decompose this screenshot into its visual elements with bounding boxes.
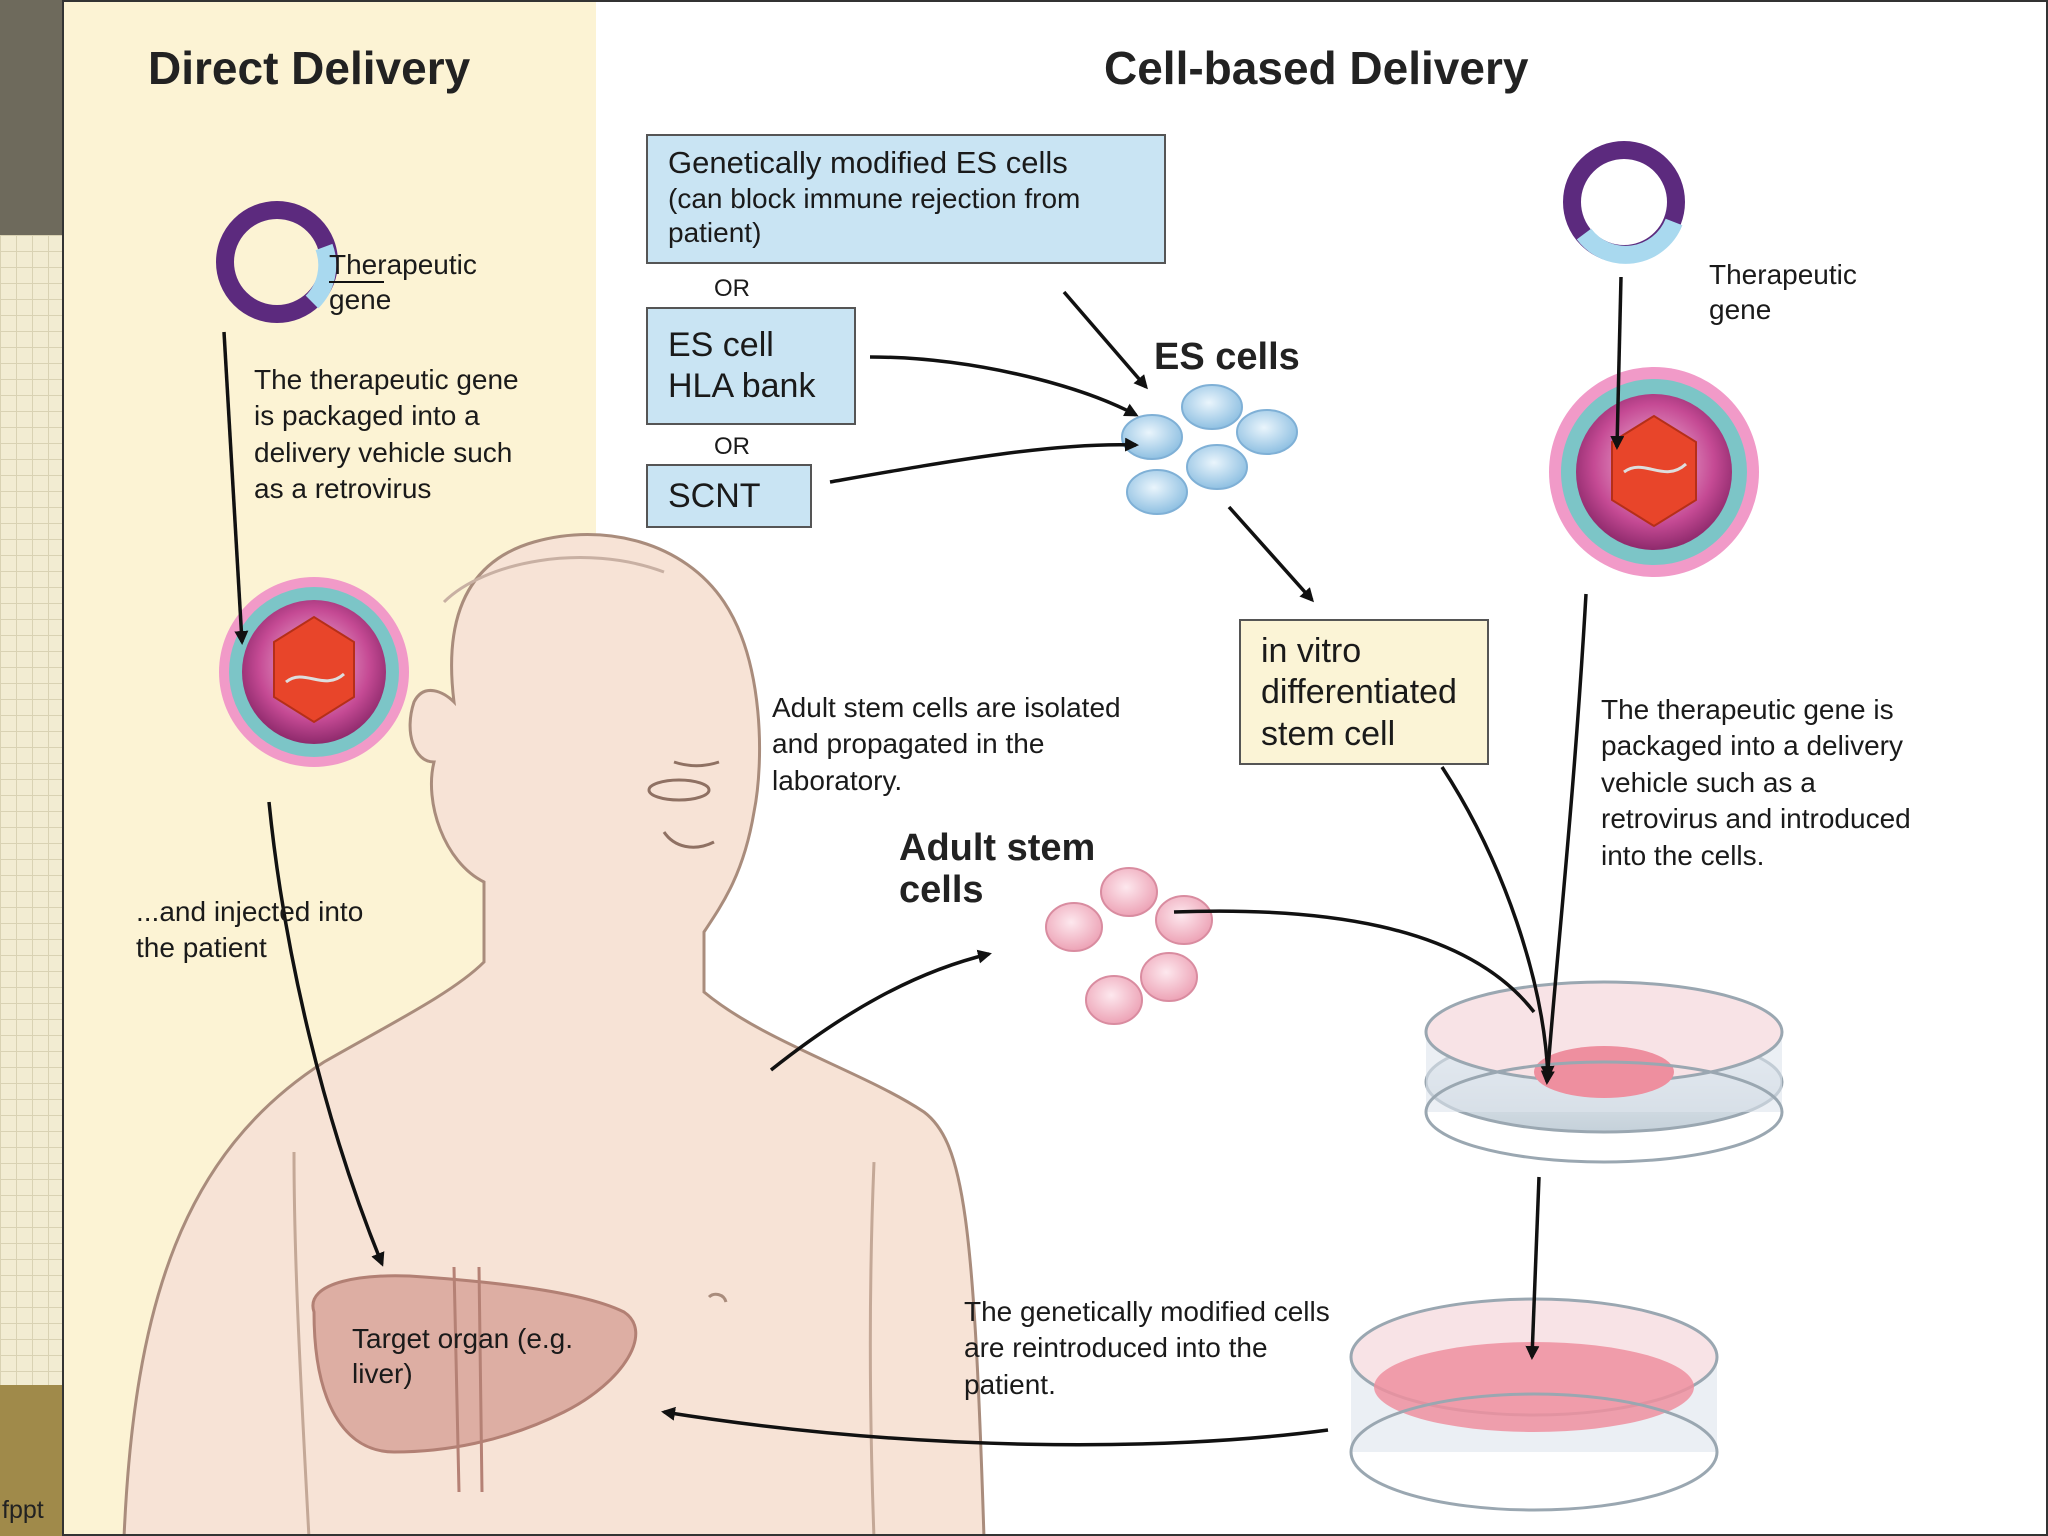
cell-gene-label: Therapeutic gene [1709, 259, 1857, 325]
hla-bank-box: ES cell HLA bank [646, 307, 856, 425]
figure-artwork [64, 2, 1784, 1534]
es-modified-title: Genetically modified ES cells [668, 145, 1068, 180]
scnt-box: SCNT [646, 464, 812, 528]
direct-gene-label: Therapeutic gene [329, 249, 477, 315]
slide-background-dark [0, 0, 70, 235]
adult-cells-cluster [1045, 867, 1213, 1025]
adult-stem-cells-label: Adult stem cells [899, 827, 1096, 911]
target-organ-label: Target organ (e.g. liver) [352, 1323, 574, 1389]
or-label-1: OR [714, 275, 750, 302]
liver-organ [311, 1266, 638, 1493]
direct-packaging-text: The therapeutic gene is packaged into a … [254, 364, 519, 505]
slide-footer-strip [0, 1385, 70, 1536]
adult-isolation-text: Adult stem cells are isolated and propag… [772, 692, 1121, 796]
footer-brand: fppt [2, 1496, 44, 1524]
or-label-2: OR [714, 433, 750, 460]
cell-packaging-text: The therapeutic gene is packaged into a … [1601, 694, 1911, 871]
reintroduced-text: The genetically modified cells are reint… [964, 1296, 1330, 1400]
es-modified-note: (can block immune rejection from patient… [668, 182, 1081, 248]
es-cells-label: ES cells [1154, 336, 1300, 378]
cell-virus-icon [1549, 367, 1759, 577]
es-modified-box: Genetically modified ES cells (can block… [646, 134, 1166, 264]
flow-arrows [222, 276, 1625, 1447]
gene-therapy-figure: Direct Delivery Cell-based Delivery Ther… [62, 0, 2048, 1536]
heading-direct-delivery: Direct Delivery [148, 42, 471, 94]
slide-background-grid [0, 235, 70, 1395]
in-vitro-box: in vitro differentiated stem cell [1239, 619, 1489, 765]
heading-cell-based-delivery: Cell-based Delivery [1104, 42, 1529, 94]
cell-plasmid-icon [1563, 141, 1685, 264]
direct-plasmid-icon [216, 201, 384, 323]
es-cells-cluster [1121, 384, 1298, 515]
direct-virus-icon [219, 577, 409, 767]
direct-injected-text: ...and injected into the patient [136, 896, 364, 964]
petri-dish-upper [1424, 980, 1784, 1164]
